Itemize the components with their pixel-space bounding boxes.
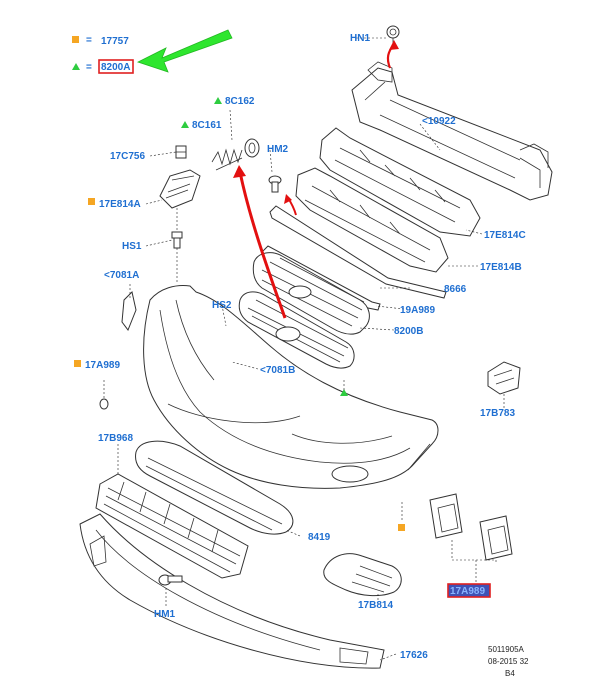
side-trim-7081a: [121, 291, 137, 332]
marker-square-17e814a: [88, 198, 95, 205]
upper-grille: [252, 252, 370, 335]
label-hs2: HS2: [212, 300, 232, 311]
legend-triangle-label: 8200A: [101, 62, 130, 73]
label-17b968: 17B968: [98, 433, 133, 444]
hs1-bolt: [171, 231, 183, 249]
energy-absorber: [319, 127, 481, 237]
label-8c162: 8C162: [225, 96, 255, 107]
hm2-screw: [268, 175, 282, 193]
label-hs1: HS1: [122, 241, 142, 252]
label-8c161: 8C161: [192, 120, 222, 131]
clip-17a989: [99, 398, 109, 410]
label-17626: 17626: [400, 650, 428, 661]
legend-square-label: 17757: [101, 36, 129, 47]
lower-grille-frame: [135, 440, 294, 535]
label-7081b: <7081B: [260, 365, 295, 376]
label-17c756: 17C756: [110, 151, 145, 162]
marker-triangle-8c161: [181, 121, 189, 128]
footer-line1: 5011905A: [488, 645, 525, 654]
hn1-clip: [386, 25, 400, 44]
hm2-red-arrowhead: [284, 194, 292, 204]
marker-triangle-8c162: [214, 97, 222, 104]
bumper-cover: [143, 285, 439, 489]
front-grille: [238, 291, 355, 369]
label-hn1: HN1: [350, 33, 370, 44]
label-17e814a: 17E814A: [99, 199, 141, 210]
label-17e814b: 17E814B: [480, 262, 522, 273]
marker-square-17a989: [74, 360, 81, 367]
bracket-17b783: [487, 361, 521, 395]
label-7081a: <7081A: [104, 270, 139, 281]
label-17b783: 17B783: [480, 408, 515, 419]
hn1-red-arrowhead: [389, 40, 399, 50]
lower-absorber-bracket: [295, 167, 449, 273]
footer-line2: 08-2015 32: [488, 657, 529, 666]
label-17a989-highlight: [447, 583, 491, 598]
upper-grille-strip: [269, 205, 447, 299]
footer-reference: 5011905A 08-2015 32 B4: [488, 645, 529, 678]
legend-triangle-highlight: [98, 59, 134, 74]
legend-square-marker: [72, 36, 79, 43]
bumper-reinforcement-beam: [351, 61, 553, 201]
fog-lamp-bezel: [323, 553, 402, 597]
label-hm2: HM2: [267, 144, 289, 155]
footer-line3: B4: [505, 669, 515, 678]
label-17a989: 17A989: [85, 360, 120, 371]
legend-triangle-marker: [72, 63, 80, 70]
label-17e814c: 17E814C: [484, 230, 526, 241]
side-bracket-17e814a: [159, 169, 201, 209]
legend-equals-square: =: [86, 35, 92, 46]
grille-red-arrow: [238, 171, 287, 319]
green-arrow: [136, 29, 233, 73]
license-plate-brackets: [429, 493, 513, 561]
marker-triangle-grille: [340, 389, 348, 396]
label-8666: 8666: [444, 284, 467, 295]
label-17b814: 17B814: [358, 600, 393, 611]
leader-lines: [117, 37, 483, 661]
legend: = 17757 = 8200A: [72, 35, 134, 74]
legend-equals-triangle: =: [86, 62, 92, 73]
label-10922: <10922: [422, 116, 456, 127]
label-8200b: 8200B: [394, 326, 423, 337]
hood-release-spring: [211, 148, 243, 171]
label-8419: 8419: [308, 532, 331, 543]
bumper-clip-8c162: [244, 138, 260, 158]
hm1-screw: [158, 574, 183, 586]
marker-square-bumper: [398, 524, 405, 531]
grille-red-arrowhead: [233, 165, 246, 178]
label-17a989-lower: 17A989: [450, 586, 485, 597]
label-hm1: HM1: [154, 609, 176, 620]
label-19a989: 19A989: [400, 305, 435, 316]
bracket-17c756: [175, 145, 187, 159]
lower-spoiler: [79, 513, 385, 669]
